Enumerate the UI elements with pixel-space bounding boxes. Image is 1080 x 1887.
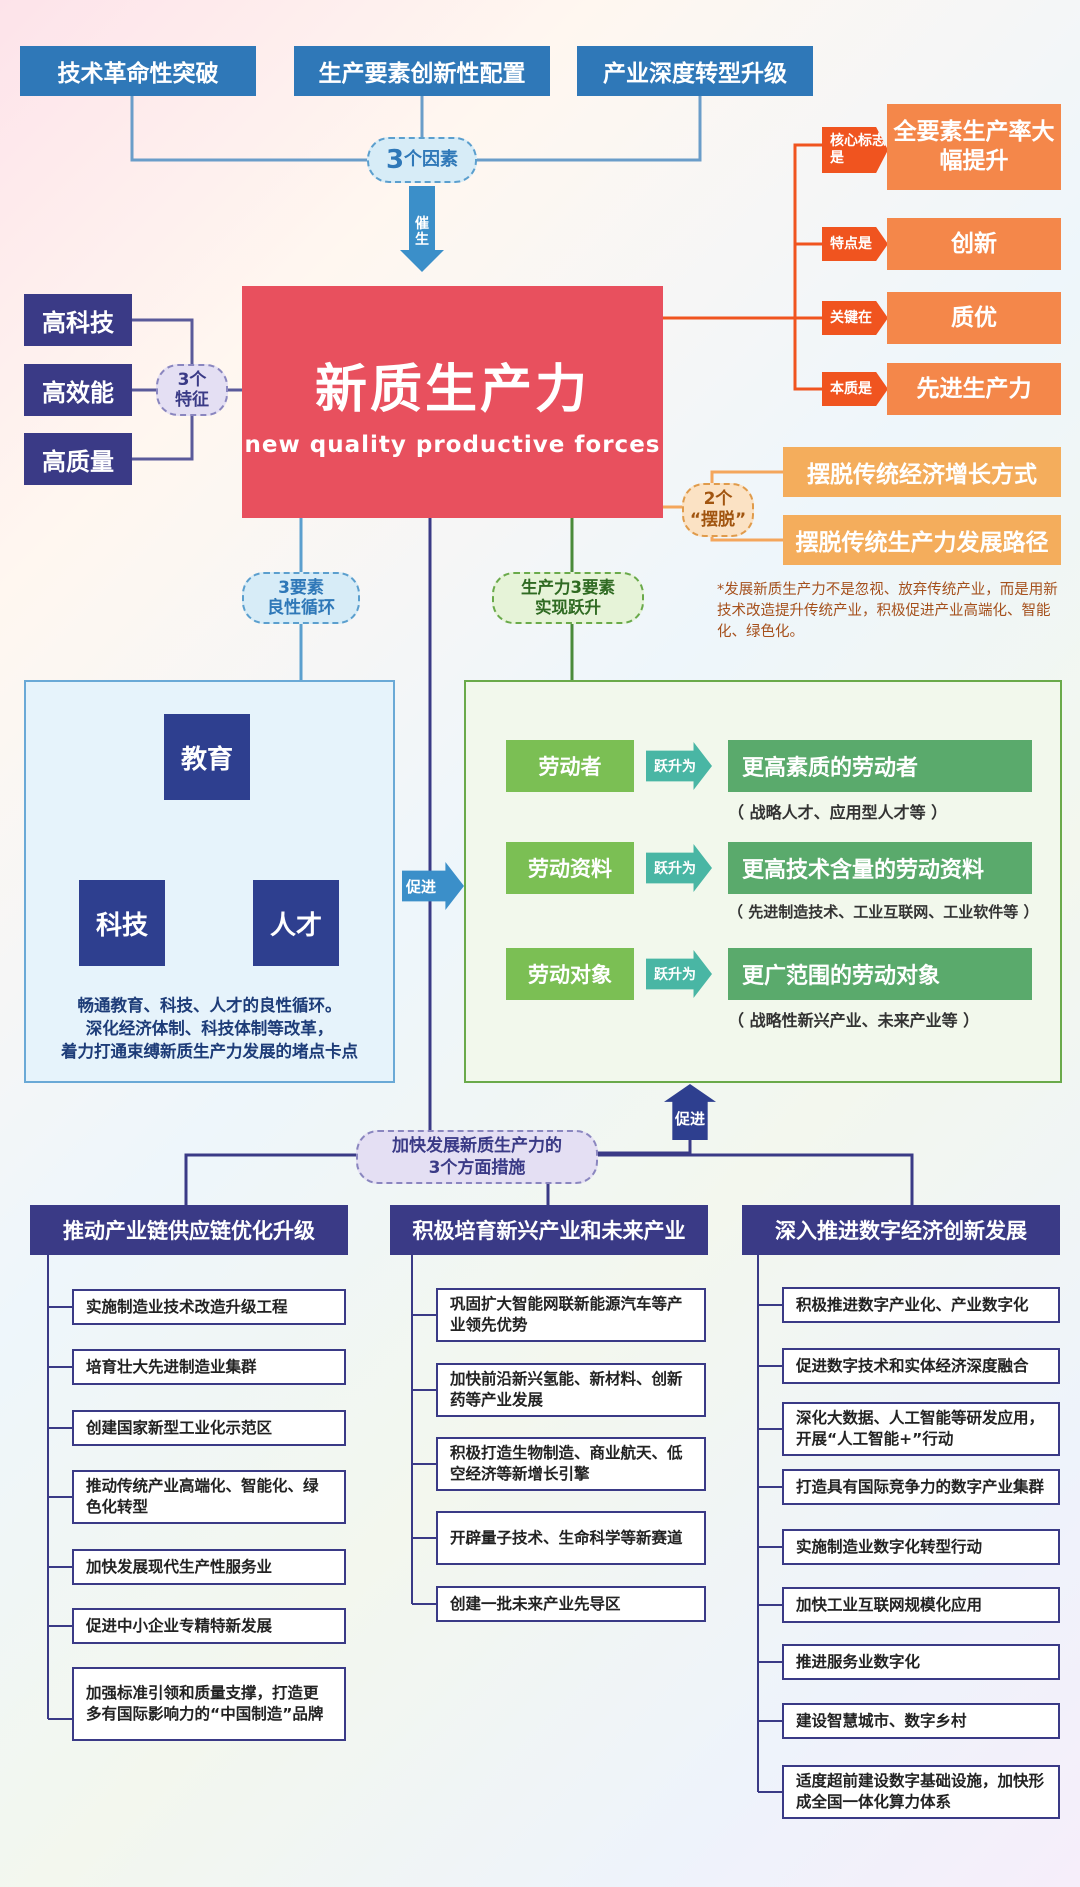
leap-to-1: 更高素质的劳动者 <box>728 740 1032 792</box>
measure-2-item-5: 创建一批未来产业先导区 <box>436 1586 706 1622</box>
leap-pill: 生产力3要素 实现跃升 <box>492 572 644 624</box>
factor-box-3: 产业深度转型升级 <box>577 46 813 96</box>
measures-pill-line1: 加快发展新质生产力的 <box>392 1136 562 1156</box>
property-box-3: 质优 <box>887 292 1061 344</box>
property-tag-2: 特点是 <box>822 227 888 261</box>
measure-3-item-4: 打造具有国际竞争力的数字产业集群 <box>782 1469 1060 1505</box>
measure-3-item-1: 积极推进数字产业化、产业数字化 <box>782 1287 1060 1323</box>
measures-pill: 加快发展新质生产力的 3个方面措施 <box>356 1130 598 1184</box>
cycle-pill-line2: 良性循环 <box>267 598 335 618</box>
property-box-4: 先进生产力 <box>887 363 1061 415</box>
center-node: 新质生产力 new quality productive forces <box>242 286 663 518</box>
breakaway-box-1: 摆脱传统经济增长方式 <box>783 447 1061 497</box>
property-box-2: 创新 <box>887 218 1061 270</box>
breakaway-note: *发展新质生产力不是忽视、放弃传统产业，而是用新技术改造提升传统产业，积极促进产… <box>717 582 1058 640</box>
leap-detail-1: （ 战略人才、应用型人才等 ） <box>728 803 948 822</box>
measure-3-item-6: 加快工业互联网规模化应用 <box>782 1587 1060 1623</box>
promote-arrow-right: 促进 <box>402 862 464 910</box>
measure-column-2-title: 积极培育新兴产业和未来产业 <box>390 1205 708 1255</box>
factors-pill-number: 3 <box>385 145 405 175</box>
leap-detail-3: （ 战略性新兴产业、未来产业等 ） <box>728 1011 980 1030</box>
measure-2-item-3: 积极打造生物制造、商业航天、低空经济等新增长引擎 <box>436 1437 706 1491</box>
promote-label-right: 促进 <box>406 878 437 896</box>
breakaway-box-2: 摆脱传统生产力发展路径 <box>783 515 1061 565</box>
measure-1-item-5: 加快发展现代生产性服务业 <box>72 1549 346 1585</box>
center-title: 新质生产力 <box>314 359 590 420</box>
measure-2-item-2: 加快前沿新兴氢能、新材料、创新药等产业发展 <box>436 1363 706 1417</box>
cycle-caption-line-3: 着力打通束缚新质生产力发展的堵点卡点 <box>61 1042 358 1061</box>
measures-pill-line2: 3个方面措施 <box>428 1158 526 1178</box>
measure-3-item-7: 推进服务业数字化 <box>782 1644 1060 1680</box>
feature-box-1: 高科技 <box>24 294 132 346</box>
measure-1-item-2: 培育壮大先进制造业集群 <box>72 1349 346 1385</box>
property-tag-3: 关键在 <box>822 301 888 335</box>
property-tag-1: 核心标志是 <box>822 127 888 173</box>
cycle-pill: 3要素 良性循环 <box>242 572 360 624</box>
measure-2-item-4: 开辟量子技术、生命科学等新赛道 <box>436 1511 706 1565</box>
property-box-1: 全要素生产率大幅提升 <box>887 104 1061 190</box>
measure-3-item-8: 建设智慧城市、数字乡村 <box>782 1703 1060 1739</box>
measure-column-1-title: 推动产业链供应链优化升级 <box>30 1205 348 1255</box>
cycle-pill-line1: 3要素 <box>278 578 324 598</box>
center-subtitle: new quality productive forces <box>244 431 661 458</box>
leap-arrow-1: 跃升为 <box>646 742 712 790</box>
features-pill-line1: 3个 <box>177 370 207 390</box>
measure-column-3-title: 深入推进数字经济创新发展 <box>742 1205 1060 1255</box>
leap-pill-line2: 实现跃升 <box>535 598 601 617</box>
leap-panel: 劳动者 跃升为 更高素质的劳动者 （ 战略人才、应用型人才等 ） 劳动资料 跃升… <box>464 680 1062 1083</box>
breakaway-pill-line2: “摆脱” <box>689 510 747 530</box>
catalyze-arrow: 催生 <box>400 186 444 286</box>
property-tag-4: 本质是 <box>822 372 888 406</box>
cycle-panel: 教育 科技 人才 畅通教育、科技、人才的良性循环。 深化经济体制、科技体制等改革… <box>24 680 395 1083</box>
measure-3-item-2: 促进数字技术和实体经济深度融合 <box>782 1348 1060 1384</box>
promote-label-up: 促进 <box>674 1110 705 1128</box>
cycle-node-tech: 科技 <box>79 880 165 966</box>
measure-3-item-3: 深化大数据、人工智能等研发应用，开展“人工智能+”行动 <box>782 1402 1060 1456</box>
feature-box-2: 高效能 <box>24 364 132 416</box>
catalyze-label: 催生 <box>415 216 429 248</box>
cycle-caption: 畅通教育、科技、人才的良性循环。 深化经济体制、科技体制等改革， 着力打通束缚新… <box>26 994 393 1063</box>
breakaway-pill: 2个 “摆脱” <box>682 483 754 537</box>
measure-1-item-1: 实施制造业技术改造升级工程 <box>72 1289 346 1325</box>
features-pill-line2: 特征 <box>175 390 209 410</box>
factors-pill-text: 个因素 <box>404 149 459 170</box>
measure-1-item-4: 推动传统产业高端化、智能化、绿色化转型 <box>72 1470 346 1524</box>
measure-3-item-5: 实施制造业数字化转型行动 <box>782 1529 1060 1565</box>
measure-1-item-3: 创建国家新型工业化示范区 <box>72 1410 346 1446</box>
leap-detail-2: （ 先进制造技术、工业互联网、工业软件等 ） <box>728 903 1039 921</box>
cycle-caption-line-1: 畅通教育、科技、人才的良性循环。 <box>77 996 342 1015</box>
measure-3-item-9: 适度超前建设数字基础设施，加快形成全国一体化算力体系 <box>782 1765 1060 1819</box>
factor-box-2: 生产要素创新性配置 <box>294 46 550 96</box>
factor-box-1: 技术革命性突破 <box>20 46 256 96</box>
cycle-caption-line-2: 深化经济体制、科技体制等改革， <box>85 1019 334 1038</box>
leap-from-1: 劳动者 <box>506 740 634 792</box>
leap-arrow-3: 跃升为 <box>646 950 712 998</box>
measure-1-item-7: 加强标准引领和质量支撑，打造更多有国际影响力的“中国制造”品牌 <box>72 1667 346 1741</box>
leap-pill-line1: 生产力3要素 <box>521 578 615 597</box>
leap-from-3: 劳动对象 <box>506 948 634 1000</box>
leap-from-2: 劳动资料 <box>506 842 634 894</box>
leap-to-2: 更高技术含量的劳动资料 <box>728 842 1032 894</box>
cycle-node-education: 教育 <box>164 714 250 800</box>
features-pill: 3个 特征 <box>156 364 228 416</box>
breakaway-pill-line1: 2个 <box>703 489 733 509</box>
leap-arrow-2: 跃升为 <box>646 844 712 892</box>
measure-1-item-6: 促进中小企业专精特新发展 <box>72 1608 346 1644</box>
leap-to-3: 更广范围的劳动对象 <box>728 948 1032 1000</box>
promote-arrow-up: 促进 <box>664 1084 716 1140</box>
measure-2-item-1: 巩固扩大智能网联新能源汽车等产业领先优势 <box>436 1288 706 1342</box>
cycle-node-talent: 人才 <box>253 880 339 966</box>
feature-box-3: 高质量 <box>24 433 132 485</box>
